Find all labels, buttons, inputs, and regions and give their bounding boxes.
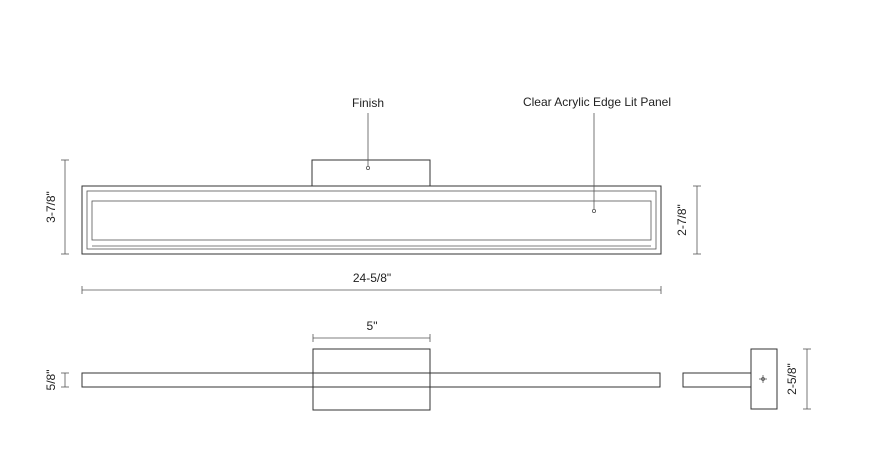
panel-label: Clear Acrylic Edge Lit Panel bbox=[523, 95, 671, 109]
finish-callout: Finish bbox=[352, 96, 384, 170]
finish-leader-dot bbox=[365, 165, 370, 170]
panel-height-dimension: 2-7/8" bbox=[675, 185, 701, 255]
overall-height-label: 3-7/8" bbox=[44, 191, 58, 223]
bar-thickness-label: 5/8" bbox=[44, 370, 58, 391]
top-backplate bbox=[312, 348, 431, 411]
side-backplate bbox=[750, 348, 778, 410]
backplate-width-label: 5" bbox=[367, 319, 378, 333]
side-height-dimension: 2-5/8" bbox=[785, 348, 811, 410]
side-view bbox=[682, 348, 778, 410]
top-bar bbox=[81, 372, 661, 388]
panel-callout: Clear Acrylic Edge Lit Panel bbox=[523, 95, 671, 213]
front-backplate bbox=[311, 159, 431, 187]
panel-leader-dot bbox=[592, 208, 597, 213]
overall-width-dimension: 24-5/8" bbox=[81, 271, 662, 294]
panel-height-label: 2-7/8" bbox=[675, 204, 689, 236]
overall-width-label: 24-5/8" bbox=[353, 271, 391, 285]
front-frame-outer bbox=[81, 185, 662, 255]
side-mount-point bbox=[761, 377, 765, 381]
side-arm bbox=[682, 372, 752, 388]
front-acrylic-panel bbox=[91, 200, 652, 241]
overall-height-dimension: 3-7/8" bbox=[44, 159, 69, 255]
bar-thickness-dimension: 5/8" bbox=[44, 370, 69, 391]
top-view bbox=[81, 348, 661, 411]
front-frame-inner bbox=[86, 190, 657, 250]
front-view bbox=[81, 159, 662, 255]
side-height-label: 2-5/8" bbox=[785, 363, 799, 395]
backplate-width-dimension: 5" bbox=[312, 319, 431, 342]
finish-label: Finish bbox=[352, 96, 384, 110]
